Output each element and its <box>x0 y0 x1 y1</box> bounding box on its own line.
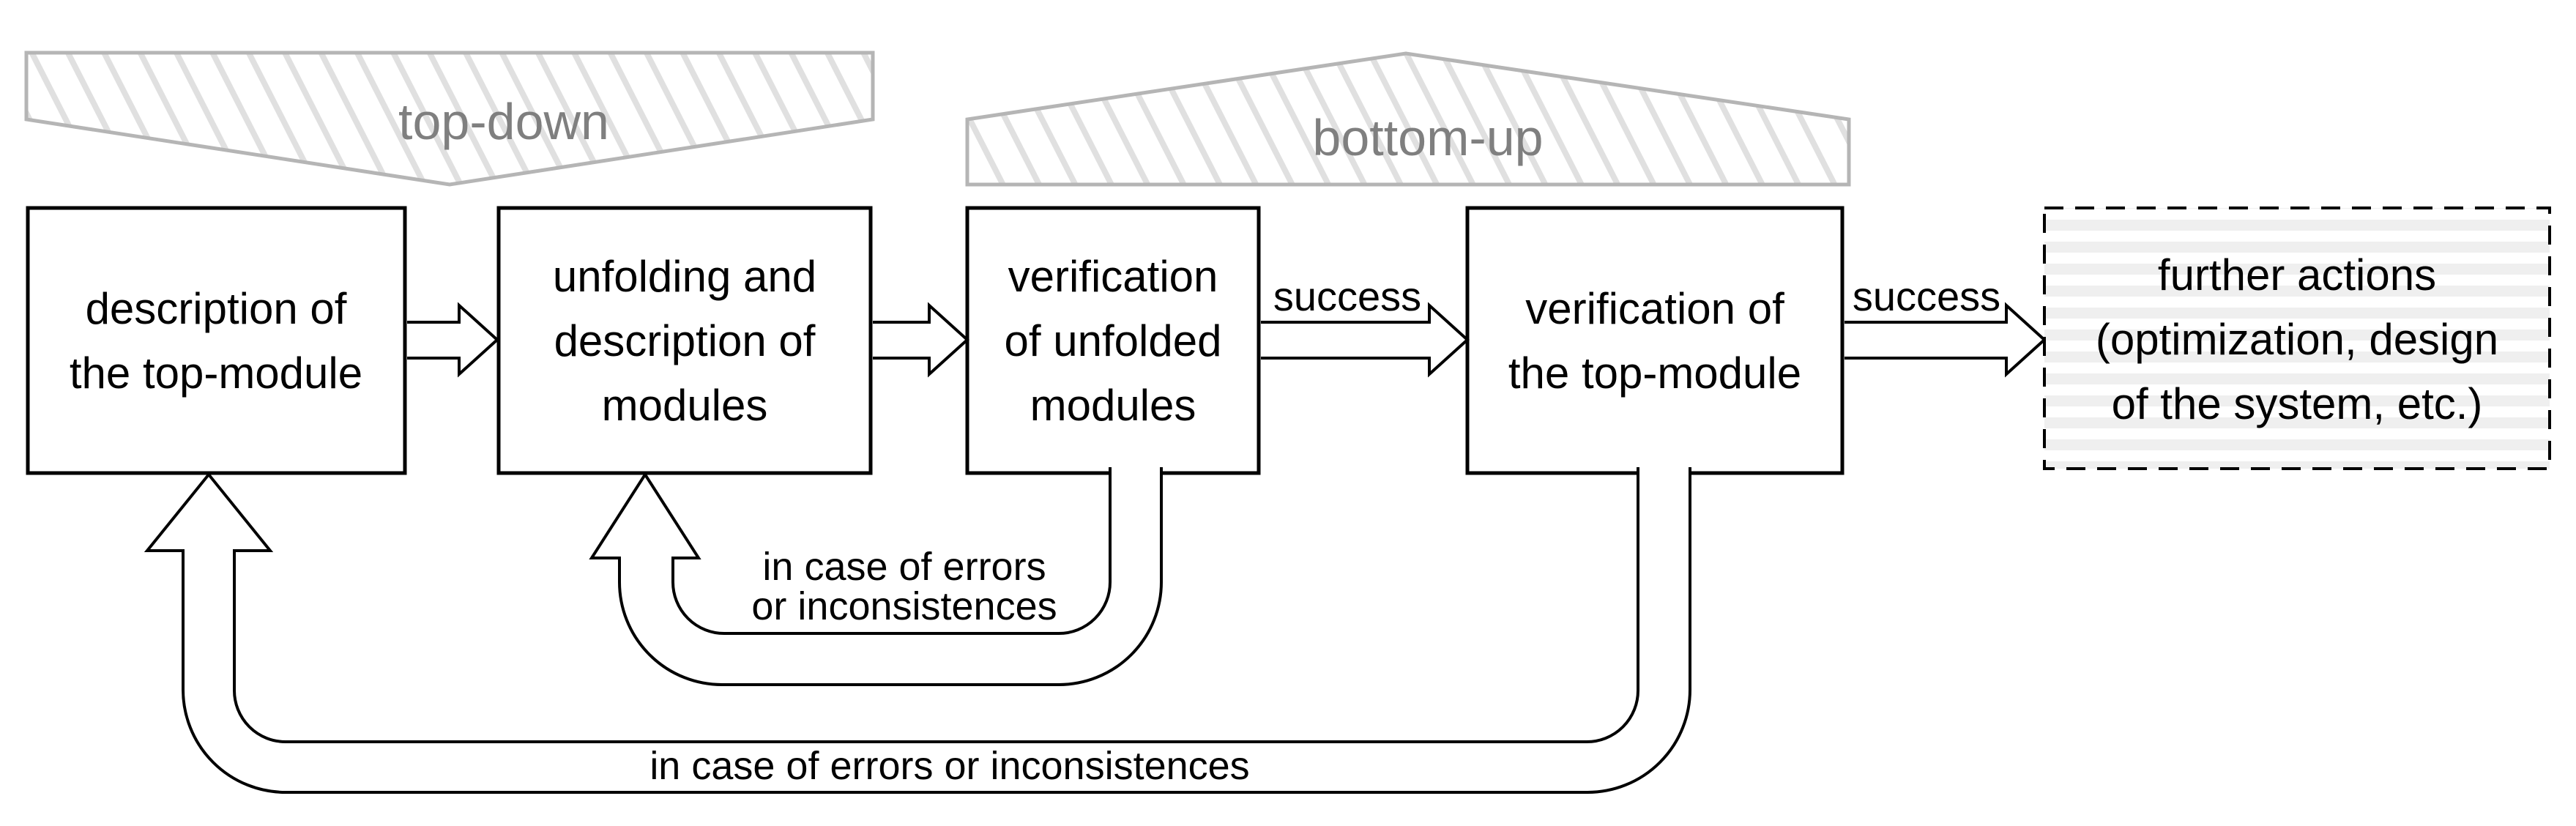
box4-label-line2: the top-module <box>1508 349 1801 398</box>
box2-label-line1: unfolding and <box>553 252 816 301</box>
box4-label-line1: verification of <box>1525 284 1784 333</box>
box-verification-of-unfolded-modules <box>965 206 1261 475</box>
box-description-of-top-module <box>26 206 407 475</box>
box3-label-line1: verification <box>1008 252 1218 301</box>
banner-top-down-label: top-down <box>398 93 609 150</box>
success-label-1: success <box>1273 273 1421 319</box>
box2-label-line3: modules <box>602 381 768 430</box>
feedback-label-unfolded-line1: in case of errors <box>762 545 1046 589</box>
box-verification-of-top-module <box>1465 206 1844 475</box>
box1-label-line1: description of <box>86 284 347 333</box>
box2-label-line2: description of <box>554 316 816 365</box>
success-label-2: success <box>1853 273 2000 319</box>
feedback-arrow-unfolded-to-modules <box>589 467 1163 686</box>
banner-top-down-shape <box>24 51 875 187</box>
arrow-description-to-unfolding <box>407 302 499 378</box>
box-unfolding-and-description-of-modules <box>496 206 873 475</box>
box5-label-line1: further actions <box>2158 250 2436 299</box>
box3-label-line3: modules <box>1030 381 1196 430</box>
box5-label-line3: of the system, etc.) <box>2112 379 2483 428</box>
banner-bottom-up-label: bottom-up <box>1312 109 1543 166</box>
arrow-unfolding-to-verification <box>873 302 969 378</box>
box3-label-line2: of unfolded <box>1005 316 1222 365</box>
arrow-verification-to-top-verification <box>1261 302 1470 378</box>
feedback-label-top-module: in case of errors or inconsistences <box>649 744 1249 788</box>
box1-label-line2: the top-module <box>70 349 362 398</box>
box5-label-line2: (optimization, design <box>2096 315 2498 364</box>
banner-bottom-up-shape <box>965 51 1851 187</box>
feedback-arrow-top-module-to-description <box>144 467 1691 794</box>
box-further-actions <box>2043 206 2551 470</box>
feedback-label-unfolded-line2: or inconsistences <box>751 584 1057 628</box>
